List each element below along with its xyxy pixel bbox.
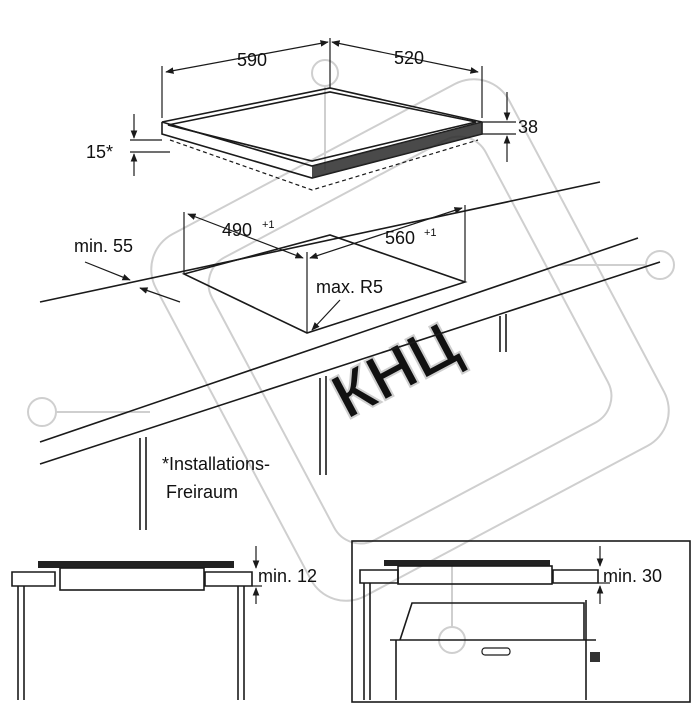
dim-cutout-width-tol: +1 [262, 219, 275, 231]
worktop-drawing [39, 181, 661, 530]
dim-cutout-width: 490 [222, 220, 252, 240]
dim-oven-gap-min: min. 30 [603, 566, 662, 586]
section-view-oven [351, 540, 691, 703]
footnote-line1: *Installations- [162, 454, 270, 474]
footnote-line2: Freiraum [166, 482, 238, 502]
dim-cutout-depth: 560 [385, 228, 415, 248]
dim-install-gap-min: min. 12 [258, 566, 317, 586]
section-view-cabinet [11, 546, 262, 700]
dim-hob-depth: 520 [394, 48, 424, 68]
dim-clearance-left: 15* [86, 142, 113, 162]
watermark-text: КНЦ [320, 307, 471, 433]
hob-drawing [130, 38, 516, 191]
dim-corner-radius: max. R5 [316, 277, 383, 297]
dim-hob-width: 590 [237, 50, 267, 70]
dim-hob-height: 38 [518, 117, 538, 137]
dim-cutout-depth-tol: +1 [424, 227, 437, 239]
dim-edge-min: min. 55 [74, 236, 133, 256]
